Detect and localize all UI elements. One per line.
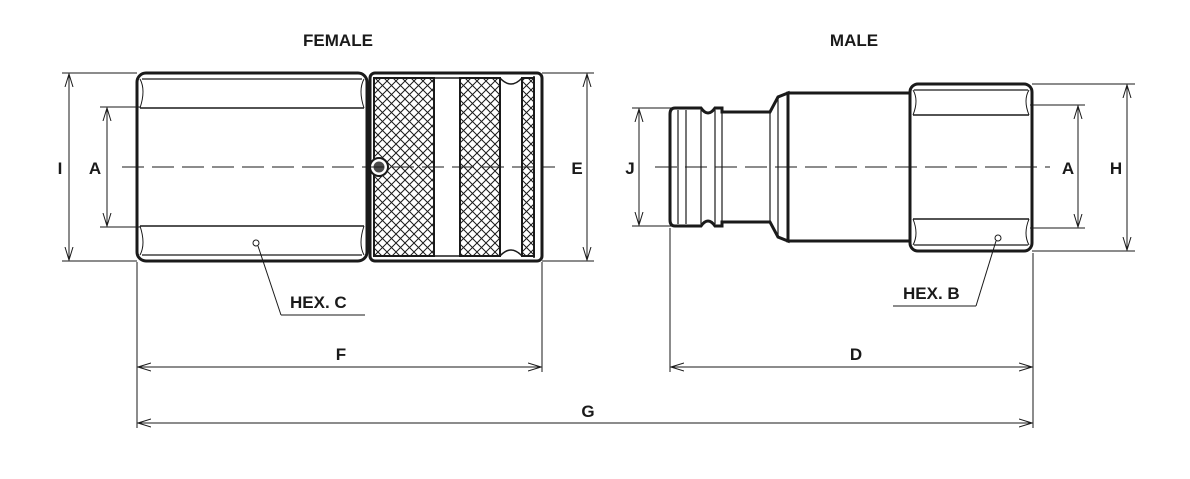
hex-c-leader [252, 239, 365, 316]
dim-h-label: H [1110, 159, 1122, 178]
dim-e-label: E [571, 159, 582, 178]
hex-b-label: HEX. B [903, 284, 960, 303]
dim-a-female-label: A [89, 159, 101, 178]
dim-a-female [100, 106, 140, 228]
dim-d [669, 228, 1034, 428]
dim-h [1032, 83, 1135, 252]
female-title: FEMALE [303, 31, 373, 50]
hex-b-leader [893, 234, 1002, 307]
dim-f [136, 262, 543, 372]
dim-e [542, 72, 594, 262]
dim-j-label: J [625, 159, 634, 178]
dim-a-male [1030, 104, 1085, 229]
dim-j [632, 107, 672, 227]
dim-d-label: D [850, 345, 862, 364]
dim-a-male-label: A [1062, 159, 1074, 178]
dim-i-label: I [58, 159, 63, 178]
dim-g-label: G [581, 402, 594, 421]
dim-f-label: F [336, 345, 346, 364]
male-title: MALE [830, 31, 878, 50]
dim-g [136, 372, 1032, 428]
dim-i [62, 72, 137, 262]
hex-c-label: HEX. C [290, 293, 347, 312]
